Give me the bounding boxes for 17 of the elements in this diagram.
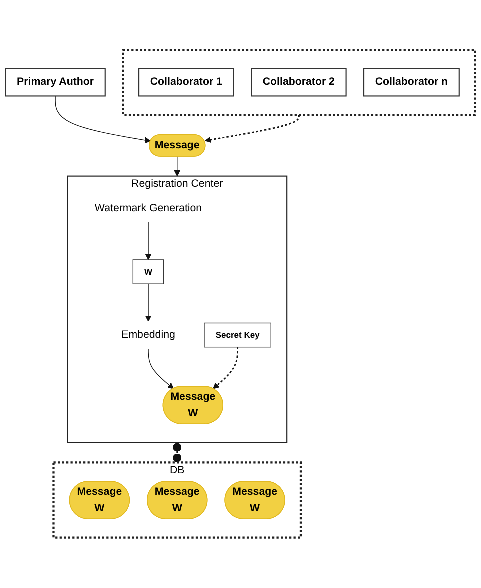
arrow: [148, 348, 174, 390]
node-box: Secret Key: [204, 322, 272, 348]
node-text: Embedding: [122, 328, 176, 341]
arrow: [145, 284, 152, 322]
cluster: [122, 49, 476, 116]
arrow: [205, 115, 300, 144]
node-box: Collaborator n: [364, 68, 460, 97]
node-box: Collaborator 2: [251, 68, 347, 97]
node-text: Watermark Generation: [94, 202, 202, 214]
connector: [173, 442, 182, 463]
arrow: [213, 347, 239, 390]
node-box: Primary Author: [5, 68, 106, 97]
node-box: W: [132, 260, 164, 284]
node-box: Collaborator 1: [138, 68, 234, 97]
arrow: [174, 156, 180, 177]
arrow: [55, 96, 152, 144]
arrow: [145, 222, 152, 260]
